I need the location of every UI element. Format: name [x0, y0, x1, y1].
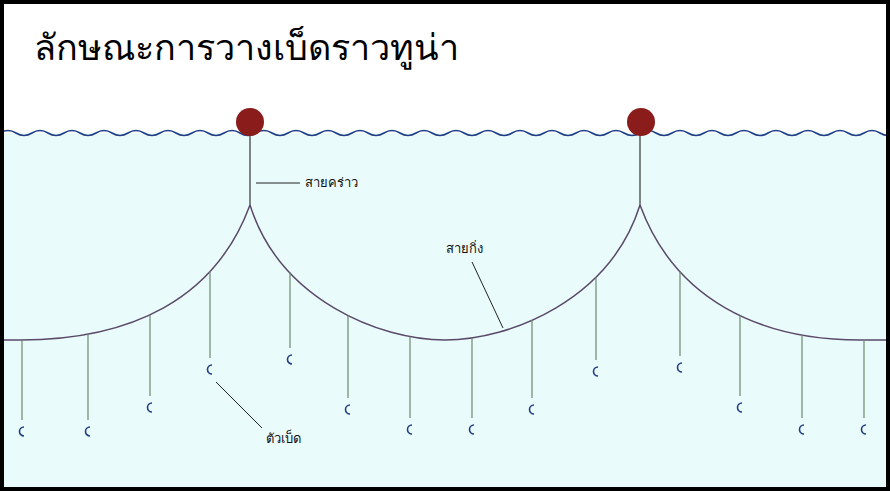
hook-symbol: [800, 425, 805, 434]
branch-line: [209, 271, 210, 358]
branch-line: [739, 316, 740, 396]
branch-line: [289, 273, 290, 348]
main-line: [640, 205, 890, 340]
float-buoy: [627, 108, 655, 136]
main-line: [250, 205, 640, 340]
water-surface: [0, 131, 890, 136]
float-line: [639, 133, 640, 205]
branch-line: [679, 272, 680, 356]
leader-line: [256, 183, 300, 184]
branch-line: [409, 337, 410, 418]
hook-symbol: [20, 427, 25, 436]
part-label: ตัวเบ็ด: [264, 431, 303, 447]
hook-symbol: [86, 427, 91, 436]
water-body: [0, 133, 890, 491]
branch-line: [87, 334, 88, 420]
leader-line: [472, 262, 503, 328]
branch-line: [347, 316, 348, 398]
hook-symbol: [594, 367, 599, 376]
hook-symbol: [346, 405, 351, 414]
branch-line: [801, 335, 802, 418]
branch-lines: [20, 271, 867, 436]
part-label: สายกิ่ง: [444, 241, 485, 257]
leader-line: [216, 382, 262, 428]
hook-symbol: [288, 355, 292, 364]
hook-symbol: [408, 425, 413, 434]
branch-line: [471, 338, 472, 418]
float-buoy: [236, 108, 264, 136]
branch-line: [863, 340, 864, 418]
part-label: สายคร่าว: [303, 175, 360, 191]
hook-symbol: [148, 403, 153, 412]
branch-line: [21, 340, 22, 420]
hook-symbol: [470, 425, 475, 434]
main-line: [0, 205, 250, 340]
branch-line: [149, 315, 150, 396]
float-line: [249, 133, 250, 205]
hook-symbol: [678, 363, 683, 372]
diagram-title: ลักษณะการวางเบ็ดราวทูน่า: [34, 26, 459, 70]
branch-line: [531, 320, 532, 398]
hook-symbol: [208, 365, 213, 374]
hook-symbol: [738, 403, 743, 412]
hook-symbol: [862, 425, 867, 434]
hook-symbol: [530, 405, 535, 414]
branch-line: [595, 277, 596, 360]
